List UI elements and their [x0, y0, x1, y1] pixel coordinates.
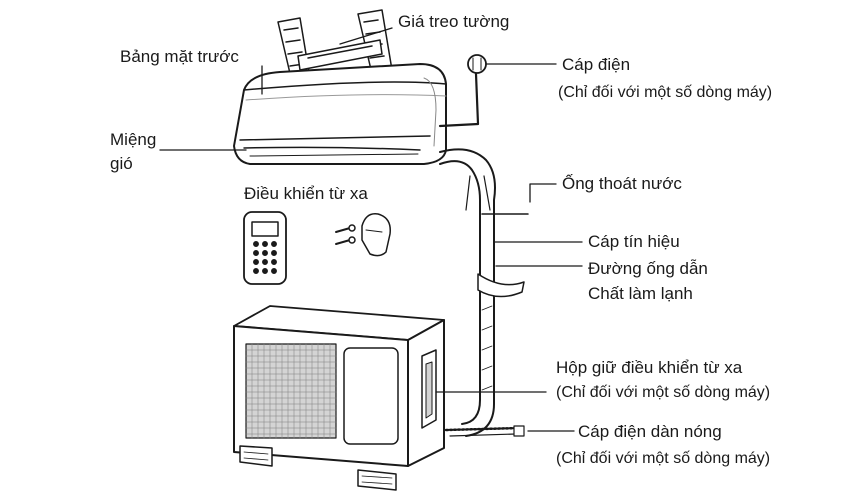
wall-bracket — [277, 9, 393, 83]
power-cable-note: (Chỉ đối với một số dòng máy) — [558, 84, 773, 101]
power-cable-label: Cáp điện — [562, 55, 631, 74]
leader-wall-bracket — [339, 27, 393, 45]
remote-label: Điều khiển từ xa — [244, 184, 368, 203]
remote-holder-note: (Chỉ đối với một số dòng máy) — [556, 384, 771, 401]
outdoor-power-cable — [444, 425, 525, 437]
remote-holder-label: Hộp giữ điều khiển từ xa — [556, 358, 743, 377]
remote-control — [243, 211, 287, 285]
drain-hose-label: Ống thoát nước — [562, 174, 682, 193]
front-panel-label: Bảng mặt trước — [120, 47, 239, 66]
signal-cable-label: Cáp tín hiệu — [588, 232, 680, 251]
air-outlet-label-1: Miệng — [110, 130, 157, 149]
refrigerant-pipe-label-1: Đường ống dẫn — [588, 259, 708, 278]
outdoor-power-cable-label: Cáp điện dàn nóng — [578, 422, 722, 441]
remote-holder — [335, 213, 391, 257]
outdoor-power-cable-note: (Chỉ đối với một số dòng máy) — [556, 450, 771, 467]
air-outlet-label-2: gió — [110, 154, 133, 173]
wall-bracket-label: Giá treo tường — [398, 12, 510, 31]
indoor-unit — [233, 63, 447, 165]
refrigerant-pipe-label-2: Chất làm lạnh — [588, 284, 693, 303]
outdoor-unit — [233, 305, 445, 491]
leader-lines — [159, 27, 583, 432]
leader-drain-hose — [529, 183, 557, 203]
pipe-bundle — [439, 148, 529, 437]
